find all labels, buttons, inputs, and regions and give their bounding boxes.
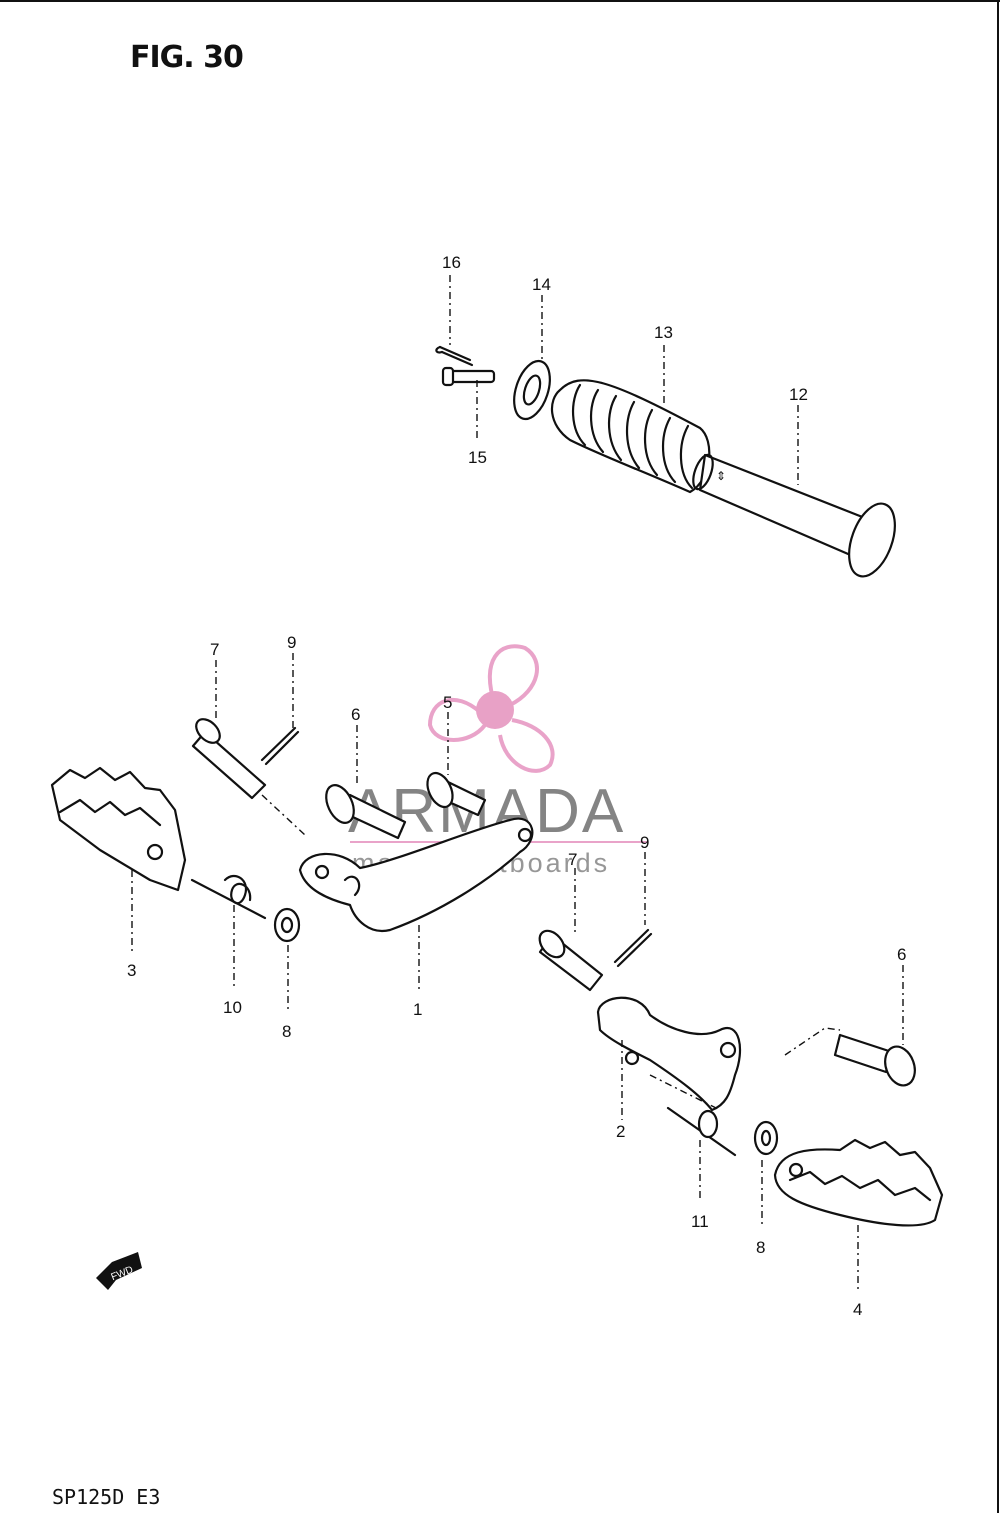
callout-12: 12 [789, 385, 808, 404]
part-12-footrest-shaft: ⇕ [692, 453, 896, 578]
callout-10: 10 [223, 998, 242, 1017]
part-2-footrest-bracket [596, 996, 742, 1112]
figure-title: FIG. 30 [130, 40, 244, 75]
forward-direction-arrow: FWD [96, 1252, 142, 1290]
propeller-hub [476, 691, 514, 729]
callout-16: 16 [442, 253, 461, 272]
part-7-upper-pin [191, 718, 267, 800]
part-8-right-washer [753, 1120, 779, 1156]
callout-11: 11 [691, 1212, 709, 1231]
callout-5: 5 [443, 693, 452, 712]
callout-15: 15 [468, 448, 487, 467]
callout-6-lower: 6 [897, 945, 906, 964]
watermark-propeller-logo [427, 644, 555, 773]
callout-4: 4 [853, 1300, 862, 1319]
frame-top [0, 0, 1000, 2]
callout-8-right: 8 [756, 1238, 765, 1257]
part-3-footrest [50, 766, 187, 892]
frame-right [997, 0, 999, 1513]
callout-8-left: 8 [282, 1022, 291, 1041]
part-1-footrest-bracket [298, 817, 534, 933]
part-8-left-washer [273, 907, 301, 943]
propeller-blade-right [498, 718, 555, 773]
callout-9-upper: 9 [287, 633, 296, 652]
propeller-blade-left [427, 697, 487, 742]
callout-9-lower: 9 [640, 833, 649, 852]
part-9-lower-cotter-pin [613, 928, 653, 968]
callout-14: 14 [532, 275, 551, 294]
callout-7-lower: 7 [568, 850, 577, 869]
callout-7-upper: 7 [210, 640, 219, 659]
leader-lines [131, 275, 904, 1290]
part-6-lower-bolt [833, 1033, 916, 1087]
part-5-bolt [426, 771, 487, 817]
callout-2: 2 [616, 1122, 625, 1141]
model-code: SP125D E3 [52, 1485, 161, 1509]
part-15-clevis-pin [441, 366, 496, 387]
svg-text:⇕: ⇕ [716, 469, 726, 483]
part-14-washer [513, 359, 551, 421]
callout-13: 13 [654, 323, 673, 342]
callout-1: 1 [413, 1000, 422, 1019]
part-11-spring-pin [666, 1106, 737, 1157]
callout-6-upper: 6 [351, 705, 360, 724]
part-7-lower-pin [538, 929, 604, 992]
callout-3: 3 [127, 961, 136, 980]
part-6-upper-bolt [325, 784, 407, 840]
part-16-split-pin [435, 345, 474, 367]
part-13-rubber-grip [550, 379, 711, 494]
part-10-spring [190, 874, 267, 920]
propeller-blade-top [487, 644, 539, 707]
part-9-upper-cotter-pin [260, 726, 300, 766]
part-4-footrest [773, 1138, 944, 1227]
